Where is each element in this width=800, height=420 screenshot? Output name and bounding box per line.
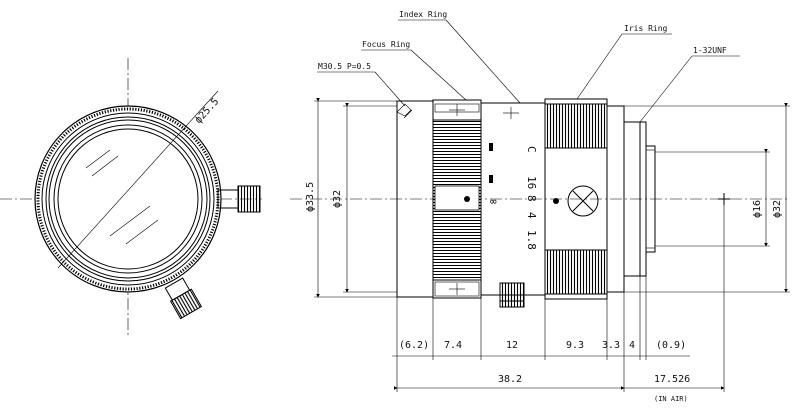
dim-phi-32-right: ϕ32 [624, 103, 790, 293]
front-thread [396, 103, 413, 119]
thread-label: M30.5 P=0.5 [318, 62, 371, 71]
front-diameter-line [57, 103, 207, 269]
total-dims: 38.2 17.526 (IN AIR) [394, 374, 725, 403]
body-diameter-label: ϕ33.5 [305, 182, 316, 212]
front-view: ϕ25.5 [0, 58, 262, 335]
ring-edge-3 [48, 119, 208, 279]
thread-callout: M30.5 P=0.5 [317, 62, 406, 107]
focus-ring-callout: Focus Ring [361, 40, 467, 101]
back-focus-label: 17.526 [654, 374, 690, 385]
dim-phi-32-left: ϕ32 [332, 103, 397, 293]
iris-lock-screw [567, 185, 599, 217]
mount-label: 1-32UNF [693, 46, 727, 55]
iris-ring-callout: Iris Ring [576, 24, 672, 100]
focus-lock-dot [464, 196, 470, 202]
focus-c-mark: C [525, 146, 538, 153]
infinity-mark: ∞ [490, 195, 497, 208]
total-length-label: 38.2 [498, 374, 522, 385]
in-air-label: (IN AIR) [654, 395, 688, 403]
iris-ring-label: Iris Ring [624, 24, 668, 33]
rear-diameter-label: ϕ32 [772, 200, 783, 218]
index-ring-callout: Index Ring [398, 10, 521, 104]
iris-16: 16 [525, 176, 538, 189]
seg-3-3: 3.3 [602, 340, 620, 351]
rear-small-diameter-label: ϕ16 [752, 200, 763, 218]
outer-ring [34, 105, 222, 293]
front-bottom-knob [164, 277, 203, 320]
dim-phi-33-5: ϕ33.5 [305, 98, 397, 298]
iris-18: 1.8 [525, 230, 538, 250]
mount-thread [645, 145, 656, 253]
segment-dims: (6.2) 7.4 12 9.3 3.3 4 (0.9) [392, 205, 725, 392]
front-diameter-label: ϕ25.5 [193, 96, 221, 126]
seg-9-3: 9.3 [566, 340, 584, 351]
index-mark-2 [489, 175, 493, 183]
iris-8: 8 [525, 195, 538, 202]
seg-0-9: (0.9) [656, 340, 686, 351]
iris-ring-knurl-top [544, 103, 608, 149]
iris-4: 4 [525, 212, 538, 219]
side-view: ∞ C 16 8 4 1.8 I [290, 10, 790, 403]
side-bottom-knob [499, 282, 525, 308]
front-diameter-leader [205, 90, 219, 105]
dim-phi-16: ϕ16 [655, 149, 770, 247]
inner-diameter-label: ϕ32 [332, 190, 343, 208]
ring-edge-4 [53, 124, 203, 274]
ring-edge-2 [45, 116, 211, 282]
ring-edge-1 [41, 112, 215, 286]
seg-12: 12 [506, 340, 518, 351]
mount-callout: 1-32UNF [639, 46, 740, 123]
index-ring-label: Index Ring [399, 10, 447, 19]
glass-reflection [85, 149, 159, 245]
index-mark-1 [489, 143, 493, 151]
seg-6-2: (6.2) [399, 340, 429, 351]
seg-7-4: 7.4 [444, 340, 462, 351]
focus-ring-label: Focus Ring [362, 40, 410, 49]
seg-4: 4 [629, 340, 635, 351]
front-right-knob [217, 185, 261, 213]
iris-dot [553, 198, 559, 204]
iris-ring-knurl-bottom [544, 249, 608, 295]
ring-edge-5 [57, 128, 199, 270]
